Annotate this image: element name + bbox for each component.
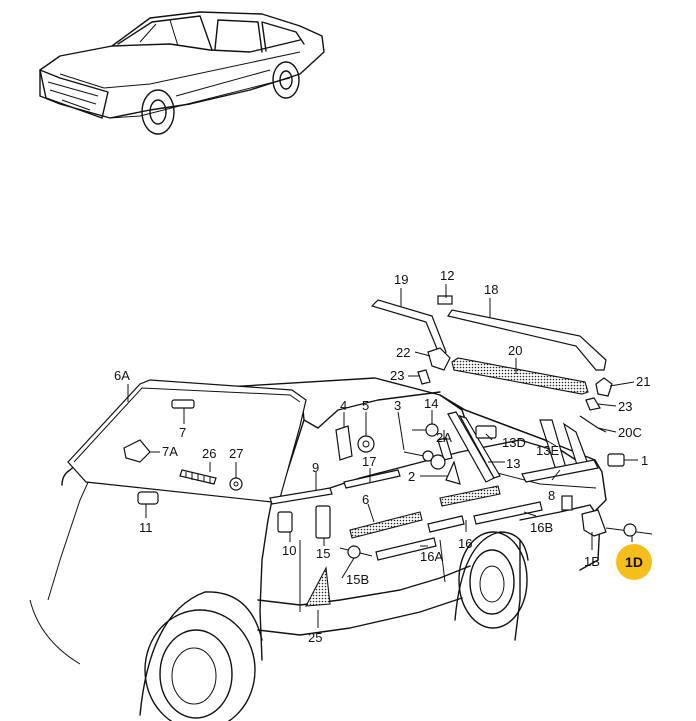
label-8: 8: [548, 488, 555, 503]
label-16B: 16B: [530, 520, 553, 535]
label-6: 6: [362, 492, 369, 507]
label-5: 5: [362, 398, 369, 413]
pillar-trim-parts: [437, 411, 589, 485]
label-22: 22: [396, 345, 410, 360]
reference-car-illustration: [39, 11, 325, 135]
windshield-seal-part: [67, 379, 307, 503]
callout-circle: [616, 544, 652, 580]
label-9: 9: [312, 460, 319, 475]
label-1D: 1D: [625, 554, 643, 570]
label-25: 25: [308, 630, 322, 645]
label-21: 21: [636, 374, 650, 389]
label-16: 16: [458, 536, 472, 551]
label-27: 27: [229, 446, 243, 461]
label-6A: 6A: [114, 368, 130, 383]
label-13D: 13D: [502, 435, 526, 450]
label-2A: 2A: [436, 430, 452, 445]
label-11: 11: [139, 520, 153, 535]
label-20: 20: [508, 343, 522, 358]
label-15: 15: [316, 546, 330, 561]
side-molding-parts: [269, 453, 625, 561]
label-23a: 23: [390, 368, 404, 383]
roof-rail-parts: [370, 295, 613, 433]
label-26: 26: [202, 446, 216, 461]
label-7: 7: [179, 425, 186, 440]
label-13E: 13E: [536, 443, 559, 458]
label-10: 10: [282, 543, 296, 558]
label-18: 18: [484, 282, 498, 297]
label-1: 1: [641, 453, 648, 468]
label-20C: 20C: [618, 425, 642, 440]
label-2: 2: [408, 469, 415, 484]
label-13: 13: [506, 456, 520, 471]
label-3: 3: [394, 398, 401, 413]
label-23b: 23: [618, 399, 632, 414]
label-16A: 16A: [420, 549, 443, 564]
label-15B: 15B: [346, 572, 369, 587]
label-14: 14: [424, 396, 438, 411]
label-4: 4: [340, 398, 347, 413]
label-19: 19: [394, 272, 408, 287]
leader-lines: [127, 284, 638, 628]
fastener-parts: [123, 399, 653, 607]
part-labels: 19 12 18 22 20 23 21 23 20C 1 6A 7 7A 26…: [114, 268, 650, 645]
label-7A: 7A: [162, 444, 178, 459]
label-12: 12: [440, 268, 454, 283]
label-17: 17: [362, 454, 376, 469]
highlighted-part-callout: 1D: [616, 544, 652, 580]
label-1B: 1B: [584, 554, 600, 569]
